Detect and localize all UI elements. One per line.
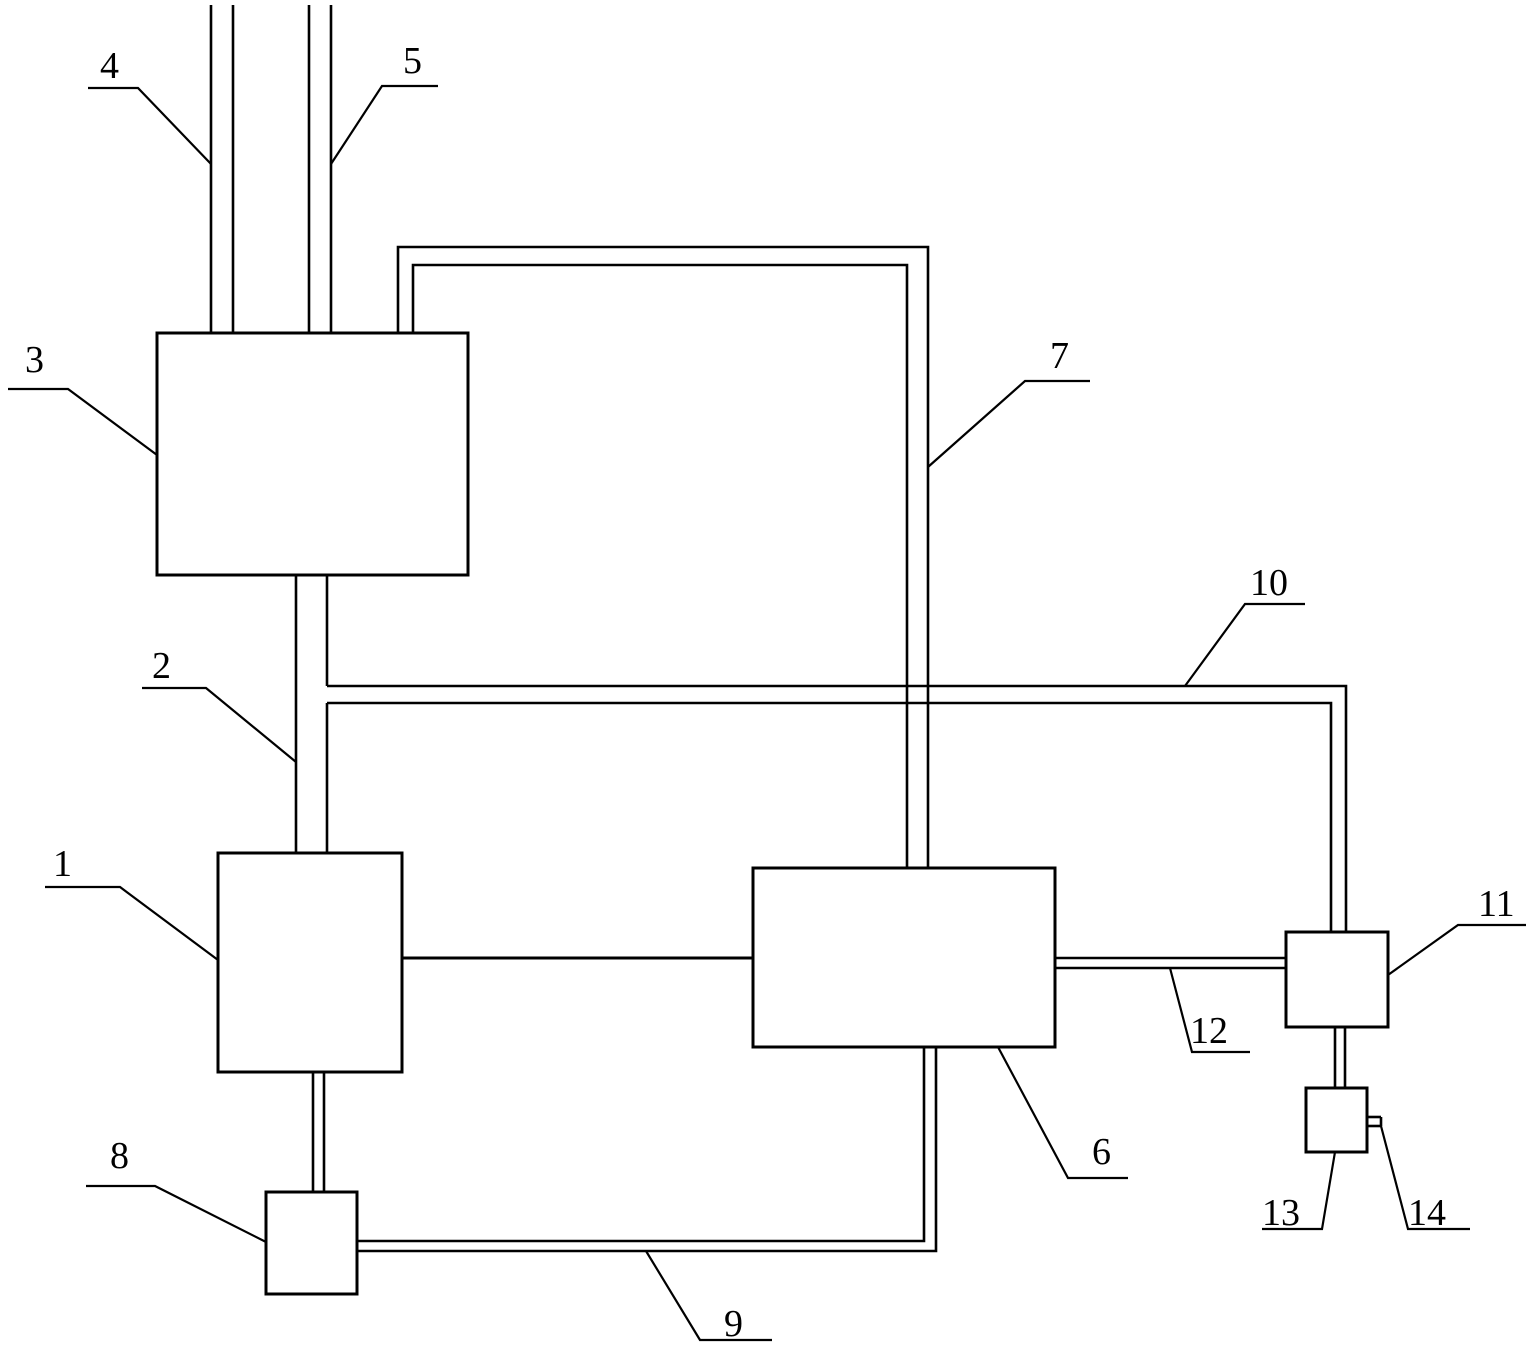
callout-11: 11 bbox=[1387, 883, 1526, 976]
pipe-5 bbox=[307, 5, 333, 333]
label-7: 7 bbox=[1050, 335, 1069, 377]
callout-3: 3 bbox=[8, 339, 158, 456]
box-8 bbox=[264, 1190, 359, 1296]
box-6 bbox=[751, 866, 1057, 1049]
label-14: 14 bbox=[1408, 1192, 1446, 1234]
box-13 bbox=[1304, 1086, 1369, 1154]
callout-5: 5 bbox=[330, 40, 438, 165]
pipe-11-to-13 bbox=[1333, 1027, 1347, 1088]
callout-4: 4 bbox=[88, 45, 212, 165]
pipe-4 bbox=[209, 5, 235, 333]
callout-1: 1 bbox=[45, 843, 219, 961]
label-10: 10 bbox=[1250, 562, 1288, 604]
callout-14: 14 bbox=[1379, 1125, 1470, 1234]
box-1 bbox=[216, 851, 404, 1074]
pipe-9 bbox=[357, 1047, 938, 1253]
callout-9: 9 bbox=[645, 1250, 772, 1345]
label-3: 3 bbox=[25, 339, 44, 381]
label-4: 4 bbox=[100, 45, 119, 87]
label-9: 9 bbox=[724, 1303, 743, 1345]
label-8: 8 bbox=[110, 1135, 129, 1177]
label-11: 11 bbox=[1478, 883, 1515, 925]
pipe-7 bbox=[396, 245, 930, 868]
label-1: 1 bbox=[53, 843, 72, 885]
callout-13: 13 bbox=[1262, 1151, 1337, 1234]
callout-7: 7 bbox=[927, 335, 1090, 468]
box-11 bbox=[1284, 930, 1390, 1029]
label-13: 13 bbox=[1262, 1192, 1300, 1234]
box-3 bbox=[155, 331, 470, 577]
callout-8: 8 bbox=[86, 1135, 267, 1243]
pipe-2 bbox=[294, 575, 329, 853]
fitting-14 bbox=[1367, 1115, 1383, 1128]
label-6: 6 bbox=[1092, 1131, 1111, 1173]
label-5: 5 bbox=[403, 40, 422, 82]
pipe-10 bbox=[327, 684, 1348, 932]
label-12: 12 bbox=[1190, 1010, 1228, 1052]
callout-6: 6 bbox=[997, 1046, 1128, 1180]
callout-12: 12 bbox=[1168, 967, 1250, 1054]
pipe-12 bbox=[1055, 956, 1286, 970]
callout-10: 10 bbox=[1184, 562, 1305, 687]
callout-2: 2 bbox=[142, 645, 297, 763]
pipe-1-to-8 bbox=[311, 1072, 326, 1192]
label-2: 2 bbox=[152, 645, 171, 687]
